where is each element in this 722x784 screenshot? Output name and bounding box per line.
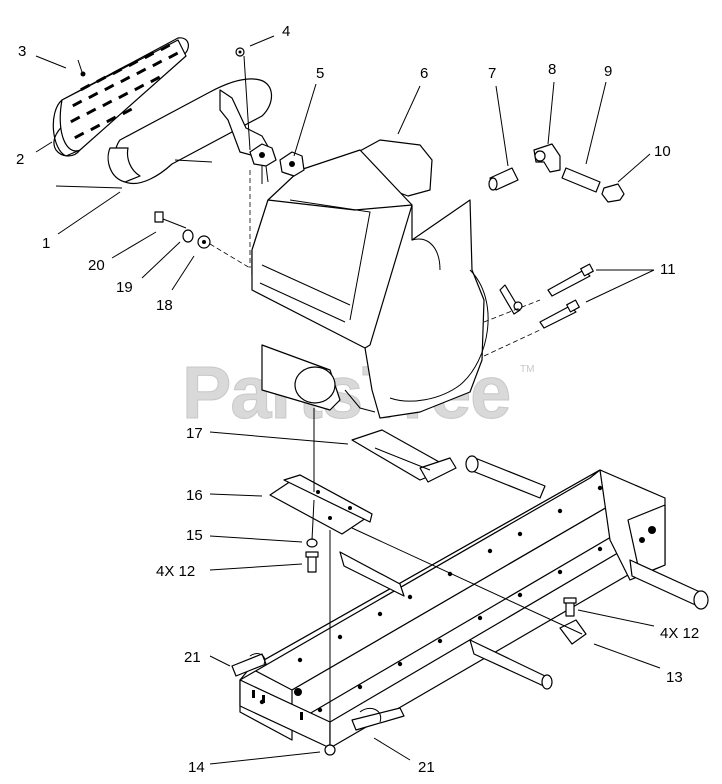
callout-1: 1: [42, 235, 50, 252]
callout-10: 10: [654, 143, 671, 160]
callout-13: 13: [666, 669, 683, 686]
muffler: [107, 78, 273, 185]
callout-17: 17: [186, 425, 203, 442]
mounting-plates: [269, 429, 457, 535]
callout-21-left: 21: [184, 649, 201, 666]
exhaust-gaskets: [235, 47, 305, 184]
engine-bolts: [154, 170, 594, 357]
fittings: [488, 143, 625, 203]
watermark-trademark: TM: [520, 364, 534, 375]
callout-16: 16: [186, 487, 203, 504]
callout-14: 14: [188, 759, 205, 776]
callout-labels: 1 2 3 4 5 6 7 8 9 10 11 4X 12 4X 12 13 1…: [16, 23, 699, 776]
callout-19: 19: [116, 279, 133, 296]
callout-15: 15: [186, 527, 203, 544]
small-hardware: [231, 538, 587, 756]
callout-20: 20: [88, 257, 105, 274]
callout-12-right: 4X 12: [660, 625, 699, 642]
callout-4: 4: [282, 23, 290, 40]
callout-18: 18: [156, 297, 173, 314]
callout-11: 11: [660, 261, 676, 278]
callout-5: 5: [316, 65, 324, 82]
heat-shield: [52, 37, 189, 157]
callout-9: 9: [604, 63, 612, 80]
engine: [251, 139, 489, 419]
callout-8: 8: [548, 61, 556, 78]
leader-lines: [35, 35, 661, 765]
callout-7: 7: [488, 65, 496, 82]
alignment-lines: [311, 408, 583, 745]
callout-12-left: 4X 12: [156, 563, 195, 580]
heat-shield-slots: [70, 43, 179, 140]
callout-3: 3: [18, 43, 26, 60]
callout-21-bottom: 21: [418, 759, 435, 776]
callout-6: 6: [420, 65, 428, 82]
frame-holes: [259, 485, 656, 713]
callout-2: 2: [16, 151, 24, 168]
